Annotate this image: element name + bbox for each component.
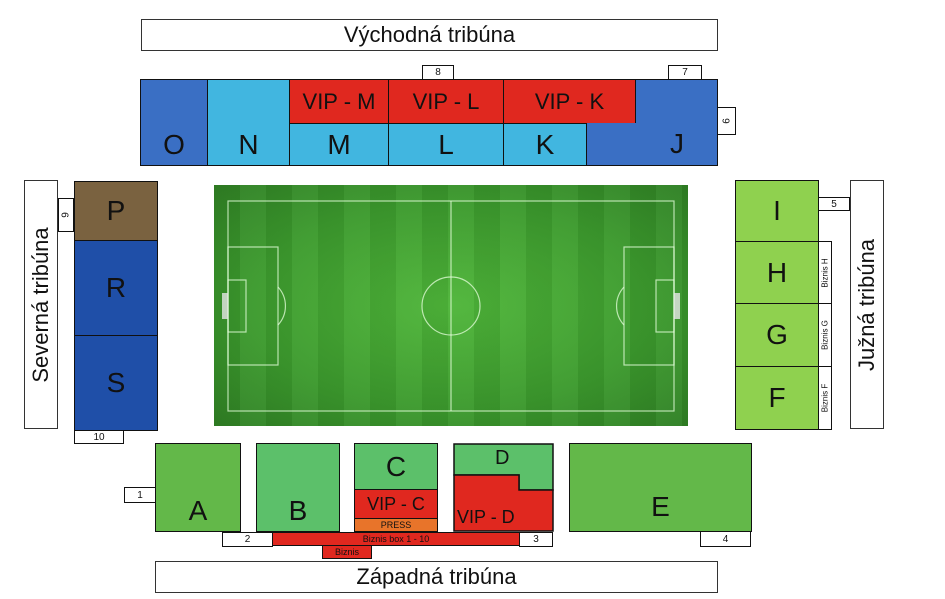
section-vip-M[interactable]: VIP - M xyxy=(289,79,389,124)
gate-5[interactable]: 5 xyxy=(818,197,850,211)
section-C[interactable]: C xyxy=(354,443,438,490)
gate-8[interactable]: 8 xyxy=(422,65,454,80)
section-I[interactable]: I xyxy=(735,180,819,242)
section-vip-K[interactable]: VIP - K xyxy=(503,79,636,124)
football-pitch xyxy=(214,185,688,426)
section-H[interactable]: H xyxy=(735,241,819,304)
gate-9[interactable]: 9 xyxy=(58,198,74,232)
north-stand-banner: Severná tribúna xyxy=(24,180,58,429)
section-D-label: D xyxy=(495,447,510,469)
press-box[interactable]: PRESS xyxy=(354,518,438,532)
west-stand-banner: Západná tribúna xyxy=(155,561,718,593)
section-vip-C[interactable]: VIP - C xyxy=(354,489,438,519)
biznis-box-strip[interactable]: Biznis box 1 - 10 xyxy=(272,532,520,546)
section-M[interactable]: M xyxy=(289,123,389,166)
gate-2[interactable]: 2 xyxy=(222,532,273,547)
section-G[interactable]: G xyxy=(735,303,819,367)
pitch-markings xyxy=(222,200,680,412)
section-N[interactable]: N xyxy=(207,79,290,166)
south-stand-banner: Južná tribúna xyxy=(850,180,884,429)
gate-4[interactable]: 4 xyxy=(700,531,751,547)
gate-1[interactable]: 1 xyxy=(124,487,156,503)
section-S[interactable]: S xyxy=(74,335,158,431)
biznis-box-H[interactable]: Biznis H xyxy=(818,241,832,304)
section-R[interactable]: R xyxy=(74,240,158,336)
section-J-upper[interactable] xyxy=(635,79,718,124)
gate-3[interactable]: 3 xyxy=(519,532,553,547)
section-L[interactable]: L xyxy=(388,123,504,166)
gate-7[interactable]: 7 xyxy=(668,65,702,80)
section-A[interactable]: A xyxy=(155,443,241,532)
east-stand-label: Východná tribúna xyxy=(343,22,516,47)
biznis-box[interactable]: Biznis xyxy=(322,545,372,559)
section-D-shape xyxy=(453,443,554,532)
section-E[interactable]: E xyxy=(569,443,752,532)
biznis-box-F[interactable]: Biznis F xyxy=(818,366,832,430)
section-B[interactable]: B xyxy=(256,443,340,532)
section-vip-L[interactable]: VIP - L xyxy=(388,79,504,124)
biznis-box-G[interactable]: Biznis G xyxy=(818,303,832,367)
west-stand-label: Západná tribúna xyxy=(356,564,517,589)
section-F[interactable]: F xyxy=(735,366,819,430)
section-vip-D-label: VIP - D xyxy=(457,507,515,527)
section-P[interactable]: P xyxy=(74,181,158,241)
gate-10[interactable]: 10 xyxy=(74,430,124,444)
gate-6[interactable]: 6 xyxy=(717,107,736,135)
north-stand-label: Severná tribúna xyxy=(28,226,53,383)
section-J[interactable]: J xyxy=(586,123,718,166)
section-O[interactable]: O xyxy=(140,79,208,166)
section-K[interactable]: K xyxy=(503,123,587,166)
south-stand-label: Južná tribúna xyxy=(854,238,879,371)
east-stand-banner: Východná tribúna xyxy=(141,19,718,51)
section-D-area[interactable]: D VIP - D xyxy=(453,443,554,532)
